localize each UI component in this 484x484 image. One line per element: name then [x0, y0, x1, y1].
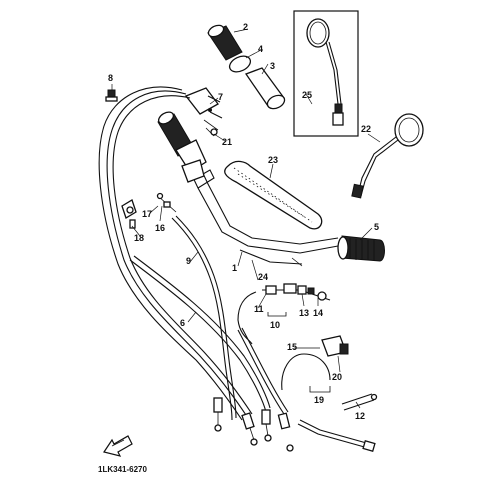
callout-2: 2 — [243, 22, 248, 32]
cable-adjuster-parts — [121, 192, 177, 229]
callout-24: 24 — [258, 272, 268, 282]
callout-11: 11 — [254, 304, 264, 314]
mirror-right — [351, 113, 424, 199]
callout-25: 25 — [302, 90, 312, 100]
callout-18: 18 — [134, 233, 144, 243]
handlebar-pad — [224, 160, 323, 230]
callout-1: 1 — [232, 263, 237, 273]
mirror-left — [306, 18, 344, 126]
callout-15: 15 — [287, 342, 297, 352]
callout-12: 12 — [355, 411, 365, 421]
callout-21: 21 — [222, 137, 232, 147]
callout-17: 17 — [142, 209, 152, 219]
callout-5: 5 — [374, 222, 379, 232]
handlebar — [179, 145, 339, 267]
callout-22: 22 — [361, 124, 371, 134]
callout-13: 13 — [299, 308, 309, 318]
mirror-inset — [293, 10, 359, 137]
right-grip — [337, 235, 385, 262]
callout-4: 4 — [258, 44, 263, 54]
callout-10: 10 — [270, 320, 280, 330]
throttle-grip-assembly — [207, 24, 286, 110]
callout-8: 8 — [108, 73, 113, 83]
diagram-code: 1LK341-6270 — [98, 465, 147, 474]
leader-lines — [111, 28, 381, 409]
front-arrow-icon — [103, 435, 133, 457]
callout-9: 9 — [186, 256, 191, 266]
bolt — [105, 89, 118, 102]
callout-19: 19 — [314, 395, 324, 405]
cable-9 — [171, 215, 237, 432]
callout-7: 7 — [218, 92, 223, 102]
cable-bundle — [129, 255, 294, 452]
callout-6: 6 — [180, 318, 185, 328]
bracket-10 — [267, 312, 287, 317]
callout-20: 20 — [332, 372, 342, 382]
callout-14: 14 — [313, 308, 323, 318]
cable-19 — [281, 353, 376, 453]
switch-part-15 — [321, 335, 349, 357]
cable-12 — [341, 393, 378, 411]
inset-frame — [293, 10, 359, 137]
callout-23: 23 — [268, 155, 278, 165]
switch-assembly — [237, 283, 331, 345]
bracket-19 — [309, 386, 331, 393]
throttle-housing — [184, 87, 223, 119]
callout-16: 16 — [155, 223, 165, 233]
cable-6 — [98, 86, 258, 446]
left-grip-assembly — [157, 111, 219, 183]
callout-3: 3 — [270, 61, 275, 71]
